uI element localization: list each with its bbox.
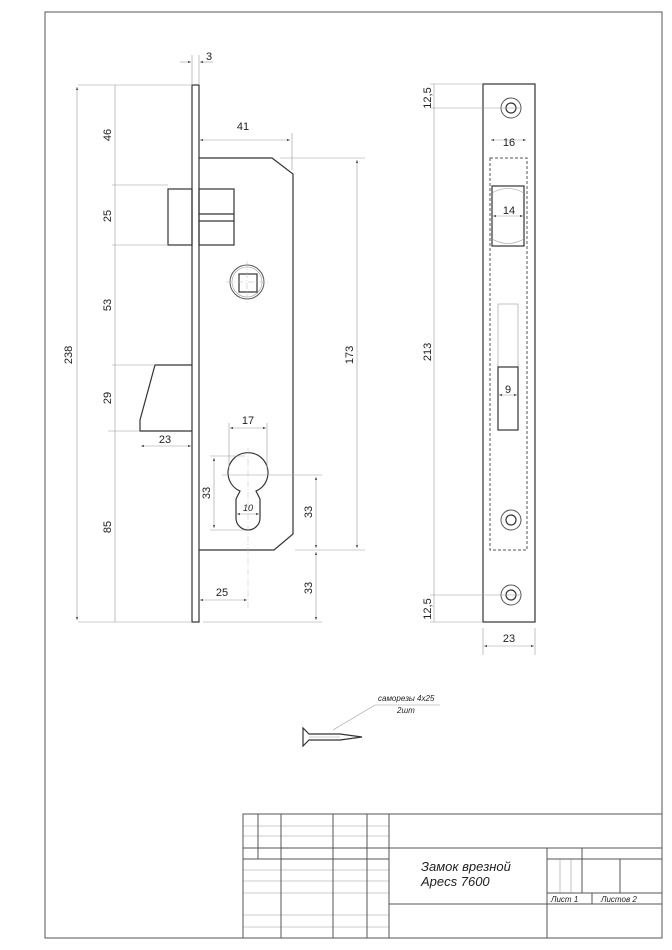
faceplate: [191, 84, 200, 623]
dim-body-depth: 41: [237, 121, 249, 133]
dim-to-bolt: 46: [102, 129, 114, 141]
dim-bolt-hole: 14: [503, 205, 515, 217]
dim-body-to-end: 33: [303, 582, 315, 594]
strike-plate-view: 16 14 9 12,5 213 12,5 23: [422, 83, 536, 655]
body-recess-outline: [489, 157, 528, 551]
dim-cylinder-height: 33: [201, 487, 213, 499]
sheets-total: Листов 2: [600, 895, 637, 904]
screw-callout: саморезы 4x25 2шт: [302, 694, 440, 748]
dim-recess-width: 16: [503, 137, 515, 149]
deadbolt: [167, 188, 235, 246]
lock-side-view: 238 46 25 53 29 85 3 41 173 23 17 33 10: [63, 51, 365, 623]
dim-top-margin: 12,5: [422, 87, 434, 108]
screw-icon: [302, 726, 363, 748]
title-block: Замок врезной Apecs 7600 Лист 1 Листов 2: [242, 813, 663, 939]
latch-hole: [497, 366, 519, 431]
dim-body-height: 173: [344, 346, 356, 364]
dim-backset: 25: [216, 587, 228, 599]
latch-bolt: [139, 364, 192, 432]
drawing-title-line2: Apecs 7600: [420, 874, 490, 889]
dim-bolt-to-latch: 53: [102, 299, 114, 311]
dim-latch-hole: 9: [505, 384, 511, 396]
lock-body: [199, 157, 294, 551]
dim-total-height: 238: [63, 346, 75, 364]
screw-label: саморезы 4x25: [378, 694, 435, 703]
sheet-number: Лист 1: [550, 895, 578, 904]
dim-latch-to-bottom: 85: [102, 521, 114, 533]
dim-plate-thickness: 3: [206, 51, 212, 63]
dim-latch-height: 29: [102, 392, 114, 404]
dim-plate-width: 23: [503, 633, 515, 645]
screw-quantity: 2шт: [396, 706, 415, 715]
sheet-frame: [44, 11, 663, 939]
dim-bolt-height: 25: [102, 210, 114, 222]
dim-cylinder-width: 17: [242, 415, 254, 427]
spindle-hole: [226, 261, 268, 303]
dim-hole-spacing: 213: [422, 343, 434, 361]
dim-bottom-margin: 12,5: [422, 598, 434, 619]
bolt-hole: [491, 185, 525, 247]
dim-latch-projection: 23: [159, 434, 171, 446]
drawing-title-line1: Замок врезной: [421, 859, 511, 874]
dim-cylinder-to-body: 33: [303, 506, 315, 518]
dim-cylinder-slot: 10: [243, 503, 253, 513]
cylinder-hole: [227, 452, 269, 531]
strike-plate: [482, 83, 536, 623]
